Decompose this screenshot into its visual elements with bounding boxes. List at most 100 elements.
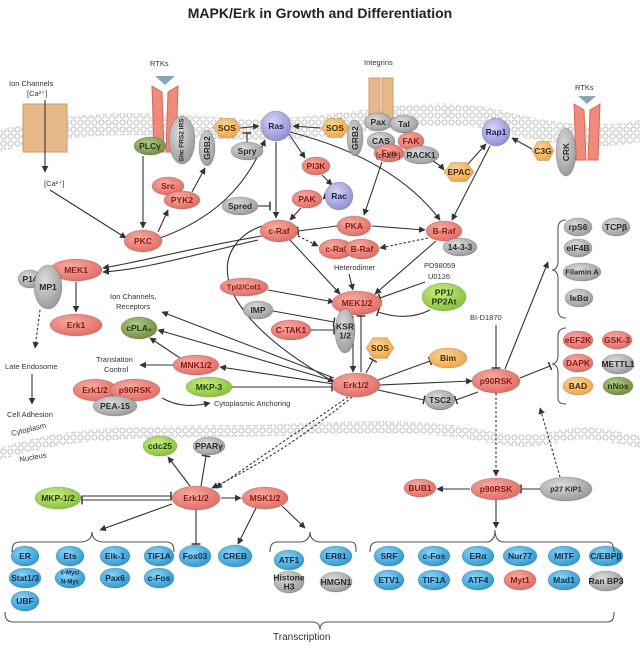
node-hbraf: B-Raf bbox=[344, 238, 380, 260]
node-ikba: IκBα bbox=[564, 288, 594, 308]
node-label: Bim bbox=[440, 353, 457, 363]
node-pak: PAK bbox=[291, 189, 323, 209]
node-label: C/EBPβ bbox=[590, 551, 621, 561]
node-er81: ER81 bbox=[319, 545, 353, 567]
node-label: Shc FRS2 IRS bbox=[179, 118, 186, 162]
node-label: PAK bbox=[298, 194, 316, 204]
integrins-label: Integrins bbox=[364, 58, 393, 67]
node-label: DAPK bbox=[566, 358, 591, 368]
brace-rsk-targets bbox=[369, 529, 615, 553]
node-pea15: PEA-15 bbox=[92, 395, 138, 417]
node-shape bbox=[10, 545, 40, 567]
node-shape bbox=[143, 567, 175, 589]
node-shape bbox=[334, 308, 356, 354]
node-label: 14-3-3 bbox=[448, 242, 473, 252]
node-shape bbox=[142, 435, 178, 457]
edge-pak-to-craf bbox=[289, 207, 302, 221]
node-label: c-Fos bbox=[423, 551, 446, 561]
node-label: Erk1 bbox=[67, 320, 86, 330]
brace-transcription bbox=[4, 611, 615, 631]
node-label: TIF1A bbox=[422, 575, 446, 585]
edge-pka-to-braf bbox=[371, 225, 426, 233]
node-mkp12: MKP-1/2 bbox=[34, 486, 82, 510]
node-ras: Ras bbox=[260, 110, 292, 142]
node-shape bbox=[242, 300, 274, 320]
node-hmgn1: HMGN1 bbox=[319, 571, 353, 593]
node-shape bbox=[212, 118, 242, 138]
node-label: MP1 bbox=[39, 282, 57, 292]
node-tif1a-b: TIF1A bbox=[417, 569, 451, 591]
node-label: PYK2 bbox=[171, 195, 193, 205]
node-label: MNK1/2 bbox=[180, 360, 211, 370]
node-label: Elk-1 bbox=[105, 551, 126, 561]
edge-erk12-to-p90rsk bbox=[379, 377, 473, 386]
edge-erk12n-to-cdc25 bbox=[167, 456, 191, 487]
node-label: Rap1 bbox=[486, 127, 507, 137]
node-p1433: 14-3-3 bbox=[442, 237, 478, 257]
node-label: EPAC bbox=[448, 167, 471, 177]
node-etv1: ETV1 bbox=[373, 569, 405, 591]
node-mkp3: MKP-3 bbox=[185, 376, 233, 398]
node-eif4b: eIF4B bbox=[563, 238, 593, 258]
node-label: Stat1/3 bbox=[11, 573, 39, 583]
node-epac: EPAC bbox=[443, 162, 475, 182]
mek-inhibitor-label-2: U0126 bbox=[428, 272, 450, 281]
node-shape bbox=[320, 118, 350, 138]
node-shape bbox=[461, 569, 495, 591]
node-shape bbox=[539, 476, 593, 502]
node-mad1: Mad1 bbox=[547, 569, 581, 591]
edge-pp1-dephos-mek12 bbox=[375, 307, 431, 317]
node-p90n: p90RSK bbox=[470, 477, 522, 501]
node-era: ERα bbox=[461, 545, 495, 567]
node-label: METTL1 bbox=[601, 359, 634, 369]
node-elk1: Elk-1 bbox=[99, 545, 131, 567]
node-label: Rac bbox=[331, 191, 347, 201]
node-label: cPLA₂ bbox=[126, 323, 152, 333]
rtks-right-label: RTKs bbox=[575, 83, 594, 92]
node-ubf: UBF bbox=[10, 590, 40, 612]
edge-rap1-to-braf bbox=[451, 145, 491, 221]
node-tcpb: TCPβ bbox=[601, 217, 631, 237]
edge-pi3k-to-rac bbox=[321, 174, 333, 186]
ion-channels-receptors-label-1: Ion Channels, bbox=[110, 292, 156, 301]
node-crk: CRK bbox=[555, 127, 577, 177]
node-erk12n: Erk1/2 bbox=[171, 485, 221, 511]
node-shape bbox=[198, 129, 216, 167]
node-label: cdc25 bbox=[148, 441, 172, 451]
node-label: MEK1 bbox=[64, 265, 88, 275]
edge-p90rsk-inhibits-substrates bbox=[519, 361, 553, 379]
node-label: Ras bbox=[268, 121, 284, 131]
node-shape bbox=[402, 145, 440, 165]
node-label: Pax6 bbox=[105, 573, 125, 583]
pathway-edges bbox=[28, 100, 561, 545]
node-shape bbox=[230, 141, 264, 161]
node-fyn: Fyn bbox=[373, 143, 405, 163]
node-label: c-Myc/N-Myc bbox=[61, 571, 80, 586]
node-label: MSK1/2 bbox=[250, 493, 281, 503]
node-shape bbox=[109, 378, 161, 402]
node-nnos: nNos bbox=[602, 376, 634, 396]
node-shape bbox=[564, 288, 594, 308]
node-shape bbox=[219, 277, 269, 297]
node-erk12: Erk1/2 bbox=[331, 372, 381, 398]
node-label: Spred bbox=[228, 201, 252, 211]
node-shape bbox=[417, 569, 451, 591]
node-shape bbox=[319, 571, 353, 593]
node-grb2b: GRB2 bbox=[346, 119, 364, 157]
node-label: p90RSK bbox=[480, 484, 513, 494]
node-label: CREB bbox=[223, 551, 247, 561]
edge-rac-to-pak bbox=[322, 192, 330, 200]
node-shape bbox=[185, 376, 233, 398]
node-p27: p27 KIP1 bbox=[539, 476, 593, 502]
node-bad: BAD bbox=[562, 376, 594, 396]
node-shape bbox=[8, 567, 42, 589]
node-sos2: SOS bbox=[320, 118, 350, 138]
node-shape bbox=[346, 119, 364, 157]
edge-erk12-to-mnk bbox=[219, 364, 335, 385]
ion-channels-label: Ion Channels bbox=[9, 79, 53, 88]
node-shape bbox=[601, 217, 631, 237]
nuclear-membrane bbox=[0, 421, 640, 460]
